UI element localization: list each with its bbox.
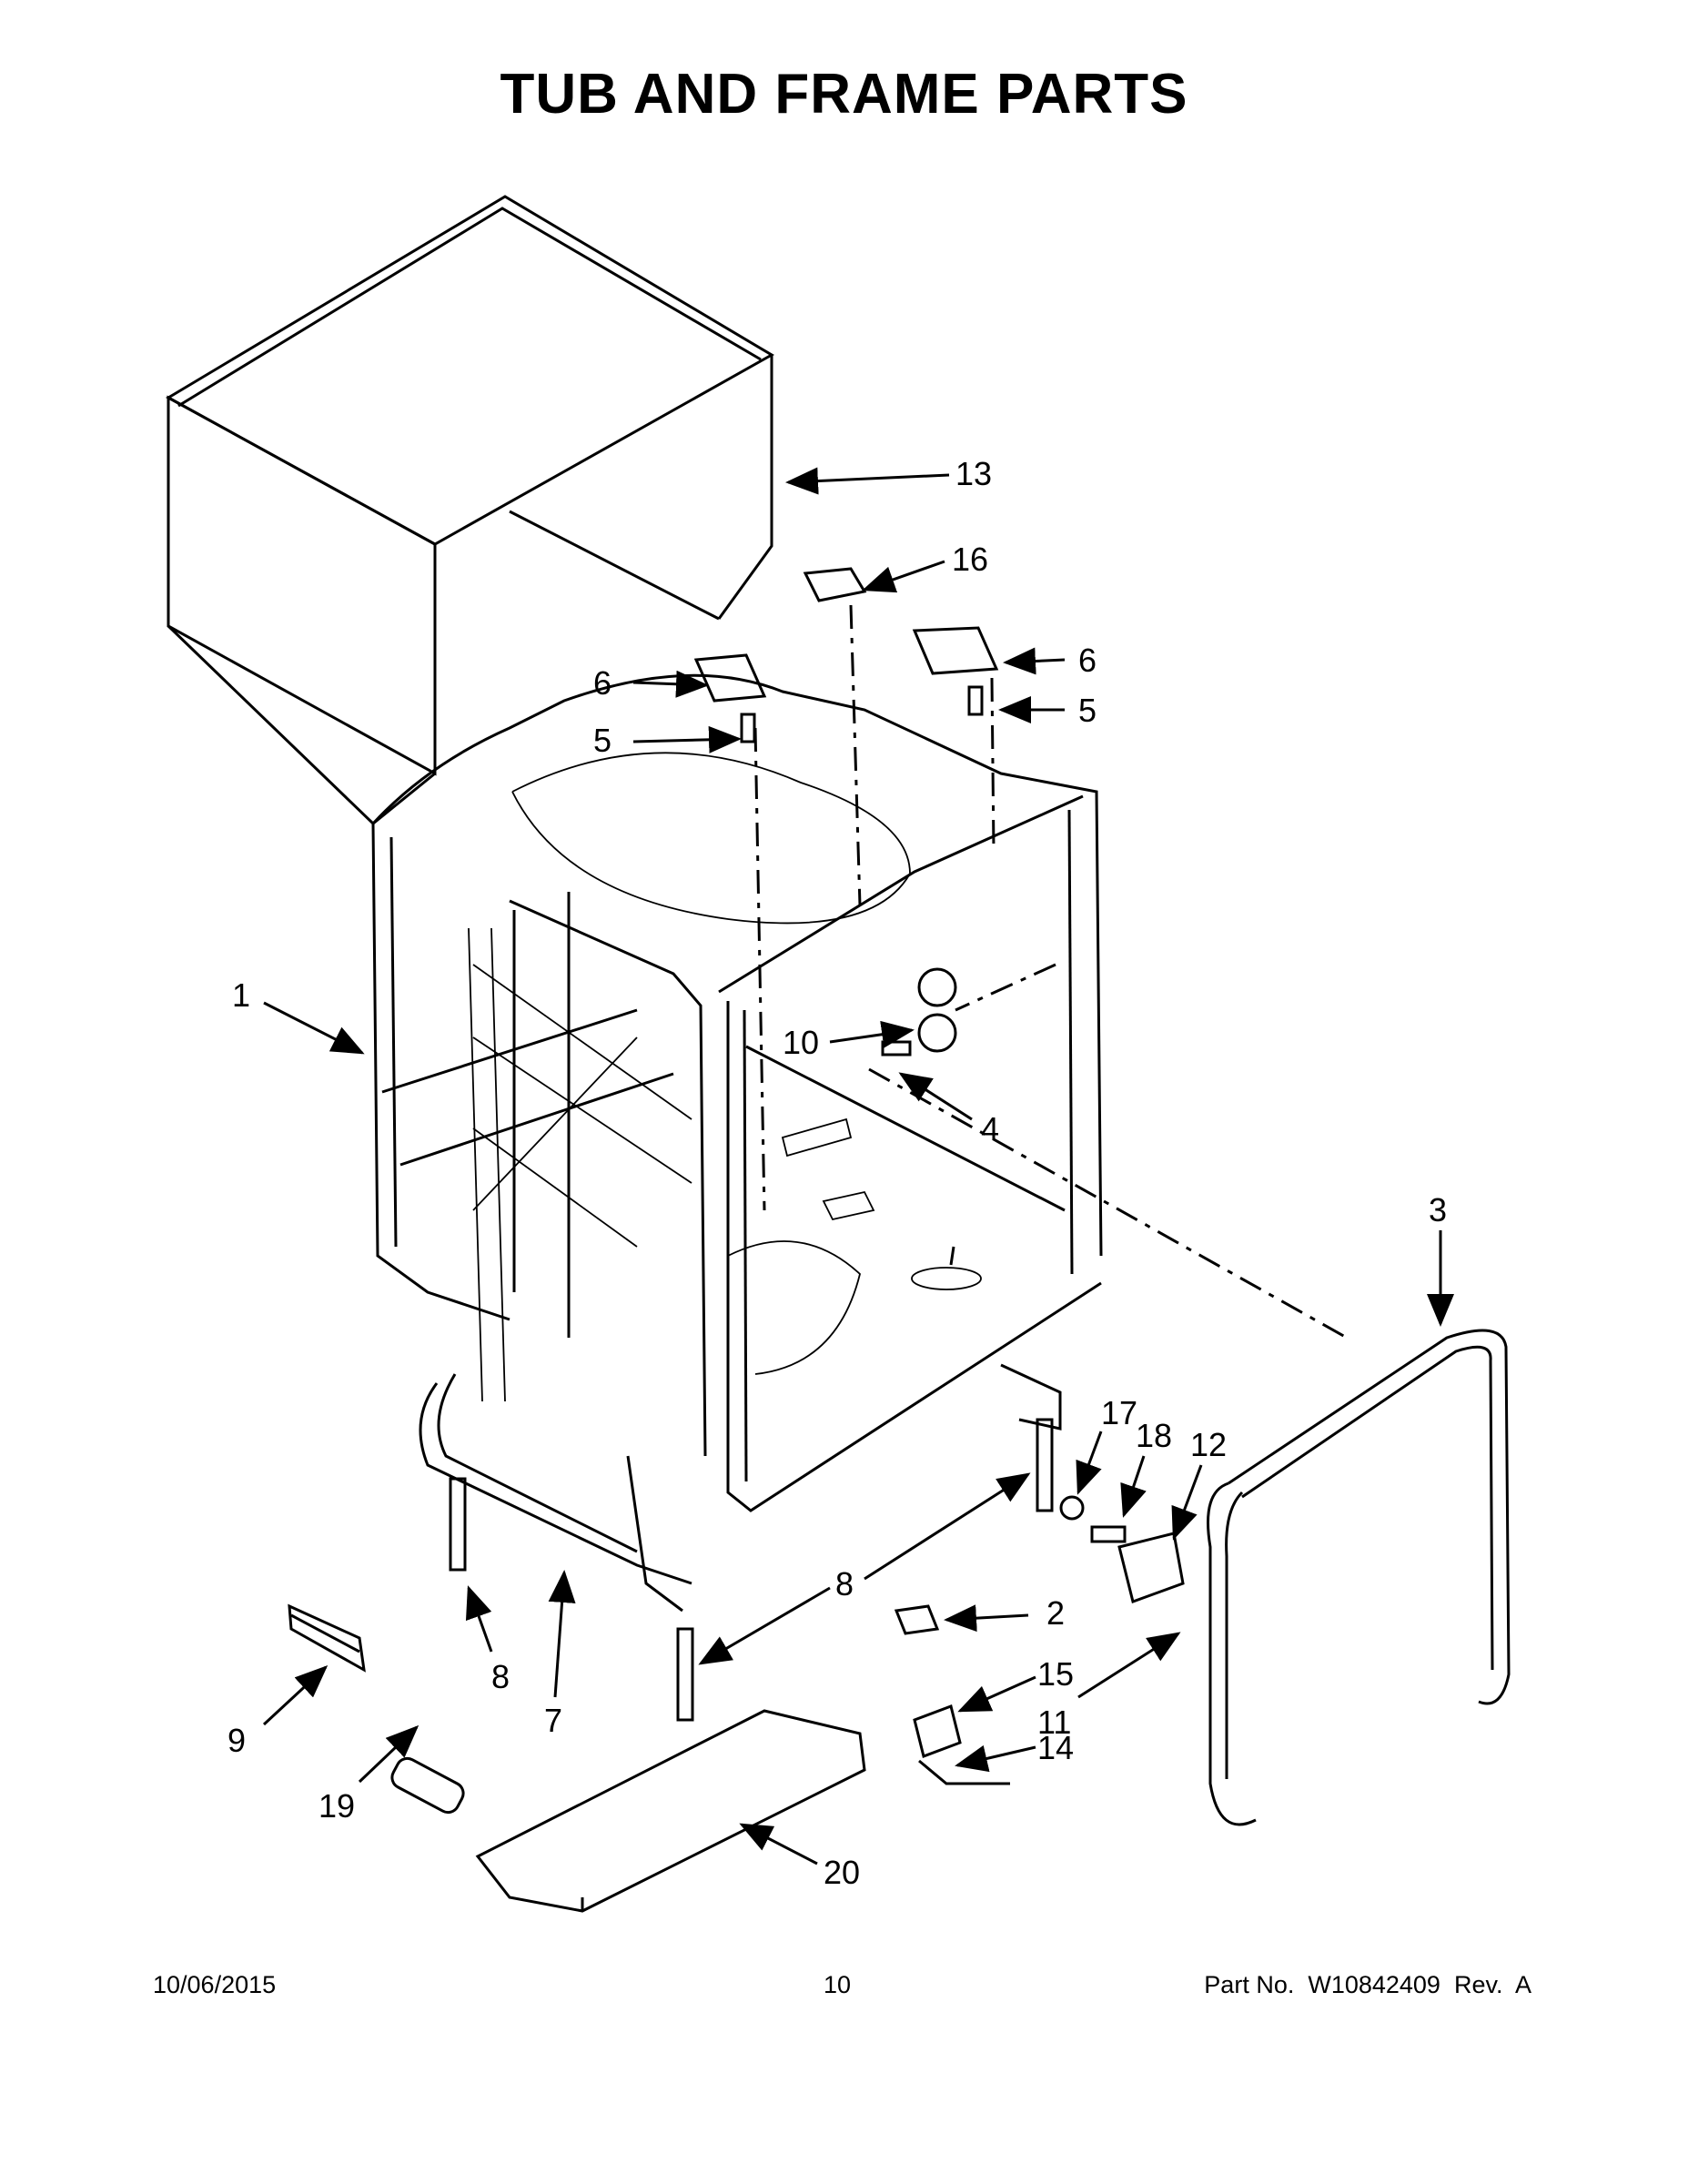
callout-8-left: 8 [491,1658,510,1695]
callout-14: 14 [1037,1729,1074,1766]
part-19-pad [390,1756,465,1815]
callout-labels: 13 16 6 5 6 5 1 10 4 3 17 18 12 8 2 15 1… [227,455,1447,1891]
part-17-washer [1059,1495,1085,1521]
part-5-screw-right [967,685,984,716]
bottom-cover-part [475,1709,866,1913]
small-parts [288,567,1185,1815]
callout-13: 13 [955,455,992,492]
part-8-leg-center [676,1627,694,1722]
callout-2: 2 [1046,1594,1065,1632]
callout-20: 20 [824,1854,860,1891]
part-14-bracket [918,1759,1010,1785]
part-12-bracket [1117,1532,1185,1603]
base-frame-part [419,1363,1062,1613]
part-5-screw-left [740,713,756,743]
part-18-screw [1090,1525,1127,1543]
footer-page-number: 10 [824,1971,852,1998]
callout-15: 15 [1037,1655,1074,1693]
part-6-bracket-right [912,626,999,675]
callout-7: 7 [544,1702,562,1739]
part-8-leg-left [449,1477,467,1572]
callout-18: 18 [1136,1417,1172,1454]
callout-9: 9 [227,1722,246,1759]
part-10-roller-lower [917,1013,957,1053]
tub-part [371,673,1103,1512]
callout-11: 11 [1037,1704,1071,1741]
callout-19: 19 [318,1787,355,1825]
callout-5-right: 5 [1078,692,1097,729]
page-title: TUB AND FRAME PARTS [500,63,1188,126]
part-9-spring [290,1613,360,1653]
part-10-roller-upper [917,967,957,1007]
part-4-screw [881,1040,912,1057]
callout-16: 16 [952,541,988,578]
callout-4: 4 [981,1110,999,1148]
door-gasket-part [1207,1329,1511,1826]
leader-lines [262,467,1454,1866]
callout-1: 1 [232,976,250,1014]
callout-12: 12 [1190,1426,1227,1463]
part-16-clip [803,567,867,602]
footer-part-number: Part No. W10842409 Rev. A [1204,1971,1531,1998]
callout-17: 17 [1101,1394,1137,1431]
rack-rails [381,927,692,1402]
callout-6-left: 6 [593,664,612,702]
footer-date: 10/06/2015 [153,1971,277,1998]
callout-5-left: 5 [593,722,612,759]
callout-8-center: 8 [835,1565,854,1603]
callout-10: 10 [783,1024,819,1061]
callout-3: 3 [1429,1191,1447,1228]
part-2-pad [894,1604,940,1635]
callout-6-right: 6 [1078,642,1097,679]
insulation-blanket-part [165,195,774,825]
part-8-leg-right [1036,1418,1054,1512]
part-15-switch [913,1704,962,1758]
